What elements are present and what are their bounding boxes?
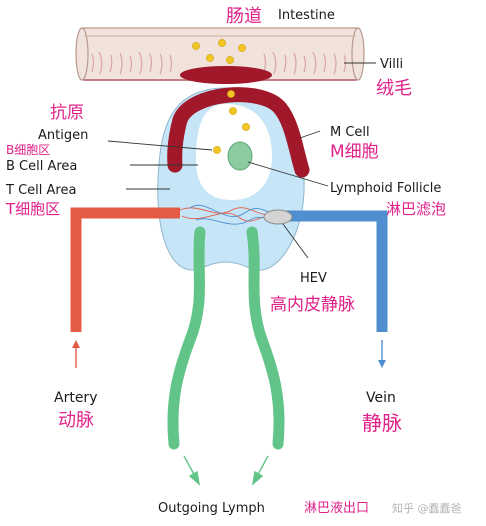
leader-lymphoid-follicle — [247, 161, 329, 187]
hev-label-en: HEV — [300, 271, 327, 286]
lymph-arrows — [183, 455, 269, 486]
villi-label-en: Villi — [380, 57, 403, 72]
m-cell-cap-left — [167, 112, 188, 173]
vein-label-en: Vein — [366, 390, 396, 406]
follicle-antigens — [213, 90, 250, 154]
antigen-dot — [226, 56, 234, 64]
antigen-label-en: Antigen — [38, 128, 88, 143]
artery — [70, 207, 180, 368]
vein-label-cn: 静脉 — [362, 411, 402, 435]
antigen-dot — [192, 42, 200, 50]
antigen-dot — [229, 107, 237, 115]
artery-label-cn: 动脉 — [58, 410, 94, 431]
germinal-center — [227, 141, 253, 171]
lymph-vessel-left — [167, 226, 206, 450]
peyers-patch — [157, 66, 310, 271]
artery-label-en: Artery — [54, 390, 97, 406]
antigen-dot — [238, 44, 246, 52]
t-cell-area-label-cn: T细胞区 — [5, 200, 60, 218]
antigen-dot — [206, 54, 214, 62]
outgoing-lymph-label-en: Outgoing Lymph — [158, 501, 265, 516]
capillary-network — [179, 204, 275, 225]
leader-hev — [282, 223, 309, 259]
hev-vessel — [263, 209, 293, 225]
antigen-label-cn: 抗原 — [50, 103, 84, 123]
outgoing-lymph-label-cn: 淋巴液出口 — [304, 501, 369, 516]
hev-label-cn: 高内皮静脉 — [270, 295, 355, 315]
vein — [272, 210, 388, 368]
intestine-wall — [75, 27, 365, 81]
lymph-vessels — [167, 226, 285, 450]
m-cell-cap — [172, 87, 310, 178]
m-cell-label-cn: M细胞 — [330, 142, 379, 162]
antigen-dot — [242, 123, 250, 131]
m-cell-label-en: M Cell — [330, 125, 370, 140]
antigen-dot — [227, 90, 235, 98]
leader-m-cell — [299, 130, 321, 139]
intestine-wall-left-end — [75, 27, 89, 81]
m-cell-top — [180, 66, 272, 84]
villi-label-cn: 绒毛 — [376, 78, 412, 99]
lymph-arrow-right-head — [251, 470, 264, 486]
intestine-label-cn: 肠道 — [226, 6, 262, 27]
artery-vessel — [70, 207, 180, 332]
intestine-label-en: Intestine — [278, 8, 335, 23]
vein-arrow-head — [378, 360, 386, 368]
b-cell-area-label-en: B Cell Area — [6, 159, 77, 174]
labels: 肠道 Intestine Villi 绒毛 抗原 Antigen B细胞区 B … — [5, 6, 462, 516]
intestine-wall-right-end — [351, 27, 365, 81]
watermark: 知乎 @蠢蠢爸 — [392, 501, 462, 515]
artery-arrow-head — [72, 340, 80, 348]
lymph-arrow-left-head — [188, 470, 201, 486]
lymph-vessel-right — [246, 226, 285, 450]
lymphoid-follicle-label-en: Lymphoid Follicle — [330, 181, 441, 196]
antigen-dot — [213, 146, 221, 154]
leader-antigen — [107, 140, 213, 151]
b-cell-area-label-cn: B细胞区 — [6, 143, 50, 157]
vein-vessel — [272, 210, 388, 332]
antigen-dot — [218, 39, 226, 47]
lymphoid-follicle-label-cn: 淋巴滤泡 — [386, 200, 446, 218]
t-cell-area-label-en: T Cell Area — [5, 183, 76, 198]
leader-lines — [107, 62, 376, 259]
